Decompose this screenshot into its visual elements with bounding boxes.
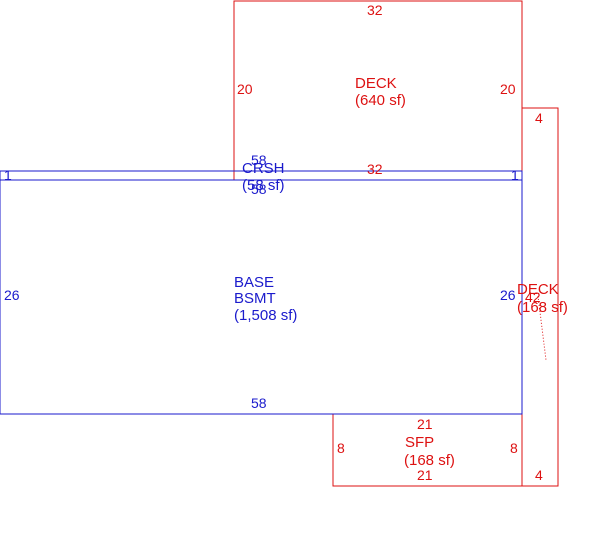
crawl-dim-right: 1 (511, 167, 519, 183)
deck-top-dim-left: 20 (237, 81, 253, 97)
crawl-dim-bottom: 58 (251, 181, 267, 197)
deck-side-name: DECK (517, 281, 559, 298)
crawl-area: (58 sf) (242, 177, 285, 194)
base-name: BASE (234, 274, 274, 291)
base-dim-bottom: 58 (251, 395, 267, 411)
crawl-dim-left: 1 (4, 167, 12, 183)
base-dim-left: 26 (4, 287, 20, 303)
sfp-dim-right: 8 (510, 440, 518, 456)
base-name-2: BSMT (234, 290, 276, 307)
sfp-name: SFP (405, 434, 434, 451)
deck-side-dim-bottom: 4 (535, 467, 543, 483)
deck-side-dim-side: 42 (525, 289, 541, 305)
deck-top-dim-bottom: 32 (367, 161, 383, 177)
sfp-dim-left: 8 (337, 440, 345, 456)
deck-side-area: (168 sf) (517, 299, 568, 316)
sfp-dim-bottom: 21 (417, 467, 433, 483)
base-dim-right: 26 (500, 287, 516, 303)
deck-top-dim-top: 32 (367, 2, 383, 18)
deck-top-dim-right: 20 (500, 81, 516, 97)
deck-top-name: DECK (355, 75, 397, 92)
crawl-dim-top: 58 (251, 152, 267, 168)
sfp-area: (168 sf) (404, 452, 455, 469)
base-area: (1,508 sf) (234, 307, 297, 324)
crawl-name: CRSH (242, 160, 285, 177)
deck-side-dim-top: 4 (535, 110, 543, 126)
base-outline (0, 179, 523, 415)
deck-top-area: (640 sf) (355, 92, 406, 109)
sfp-dim-top: 21 (417, 416, 433, 432)
